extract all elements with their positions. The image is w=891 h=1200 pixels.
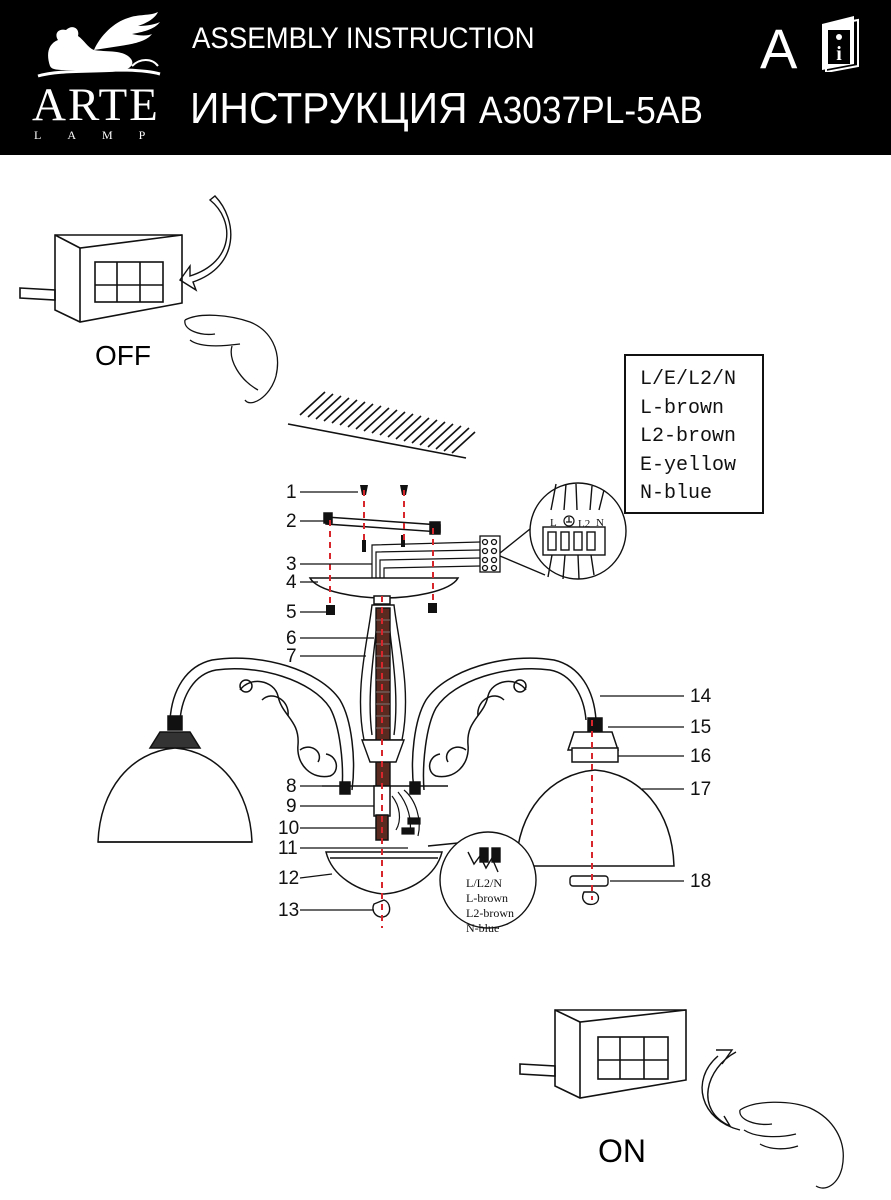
- part-number: 13: [278, 900, 300, 921]
- leader-lines: [299, 491, 684, 911]
- section-letter: A: [760, 17, 798, 80]
- shade-ring: [569, 875, 609, 906]
- part-number: 17: [690, 779, 712, 800]
- header-bar: ARTE LAMP ASSEMBLY INSTRUCTION ИНСТРУКЦИ…: [0, 0, 891, 155]
- part-number: 7: [286, 646, 297, 667]
- right-lamp-shade: [515, 717, 675, 867]
- right-arm: [411, 657, 597, 791]
- part-number: 10: [278, 818, 300, 839]
- part-number: 3: [286, 554, 297, 575]
- part-number: 6: [286, 628, 297, 649]
- bottom-bowl: [325, 851, 443, 895]
- part-number: 16: [690, 746, 712, 767]
- legend-line: E-yellow: [640, 453, 737, 477]
- internal-wires: [391, 789, 421, 837]
- mounting-bar: [323, 512, 441, 535]
- left-arm: [169, 657, 355, 791]
- bottom-plate: [322, 781, 448, 841]
- info-glyph: i: [836, 43, 842, 65]
- part-number: 15: [690, 717, 712, 738]
- wire-legend-box: L/E/L2/N L-brown L2-brown E-yellow N-blu…: [624, 354, 764, 514]
- mini-legend-line: L2-brown: [466, 906, 514, 920]
- part-number: 14: [690, 686, 712, 707]
- part-number: 18: [690, 871, 712, 892]
- switch-box-on-icon: [519, 1009, 687, 1099]
- switch-box-off-icon: [19, 234, 183, 323]
- part-number: 1: [286, 482, 297, 503]
- connector-detail-callout: [499, 482, 627, 580]
- title-russian-word: ИНСТРУКЦИЯ: [190, 84, 468, 133]
- legend-line: N-blue: [640, 482, 713, 505]
- assembly-diagram: L L2 N: [19, 195, 844, 1189]
- arrow-up-icon: [701, 1049, 741, 1131]
- part-number: 4: [286, 572, 297, 593]
- title-russian: ИНСТРУКЦИЯ A3037PL-5AB: [190, 84, 703, 134]
- part-number: 8: [286, 776, 297, 797]
- mini-legend-line: N-blue: [466, 921, 500, 935]
- brand-subtitle: LAMP: [34, 128, 172, 142]
- connector-label-l: L: [550, 517, 557, 529]
- screw-icon: [326, 485, 437, 615]
- title-english: ASSEMBLY INSTRUCTION: [192, 22, 535, 55]
- info-booklet-icon: i: [822, 16, 859, 72]
- ceiling-hatch: [287, 391, 476, 459]
- mini-legend-line: L/L2/N: [466, 876, 502, 890]
- griffin-logo-icon: [37, 12, 161, 78]
- switch-off-label: OFF: [95, 340, 151, 371]
- part-number: 5: [286, 602, 297, 623]
- part-number: 9: [286, 796, 297, 817]
- legend-line: L-brown: [640, 396, 725, 420]
- model-number: A3037PL-5AB: [478, 90, 703, 132]
- wire-nut-detail-callout: [427, 831, 537, 929]
- legend-line: L/E/L2/N: [640, 368, 737, 391]
- legend-line: L2-brown: [640, 425, 737, 448]
- connector-label-n: N: [596, 517, 604, 529]
- left-lamp-shade: [97, 715, 253, 843]
- ground-icon: [563, 515, 575, 527]
- part-number: 12: [278, 868, 300, 889]
- brand-name: ARTE: [32, 79, 160, 131]
- part-number: 11: [278, 838, 298, 859]
- arrow-down-icon: [178, 195, 232, 292]
- hand-off-icon: [184, 314, 279, 404]
- connector-label-l2: L2: [578, 518, 590, 530]
- mini-wire-legend: L/L2/N L-brown L2-brown N-blue: [466, 876, 514, 936]
- canopy: [308, 577, 460, 605]
- switch-on-label: ON: [598, 1133, 646, 1169]
- mini-legend-line: L-brown: [466, 891, 508, 905]
- terminal-block: [479, 535, 501, 573]
- part-number: 2: [286, 511, 297, 532]
- hand-on-icon: [739, 1101, 844, 1189]
- assembly-guide-lines: [329, 490, 593, 928]
